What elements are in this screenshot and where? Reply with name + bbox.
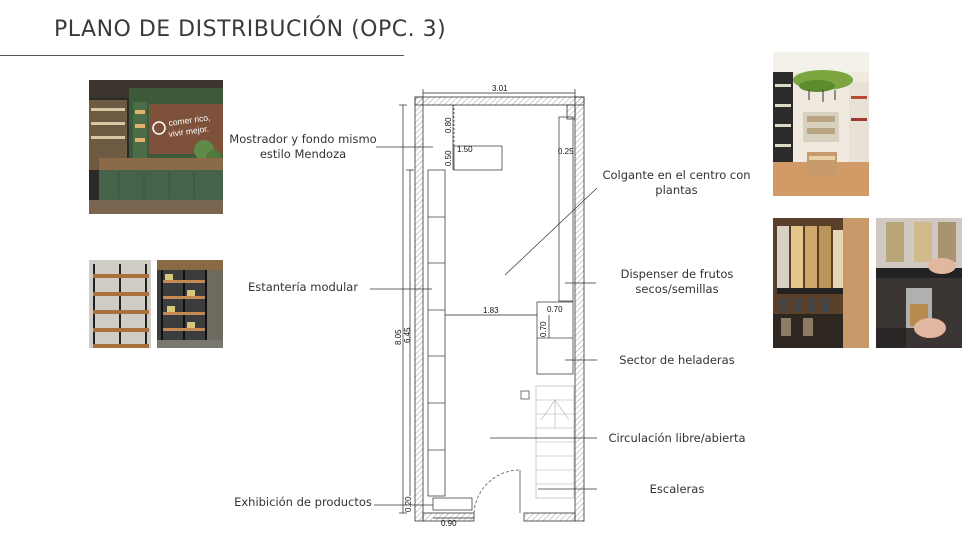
walls	[414, 96, 585, 522]
shelving-plan	[427, 169, 446, 497]
dim-080: 0.80	[444, 117, 453, 133]
dim-total-length: 8.05	[394, 329, 403, 345]
leader-lines	[370, 146, 598, 506]
store-interior-photo	[773, 52, 869, 196]
label-escaleras: Escaleras	[649, 482, 705, 496]
label-mostrador: Mostrador y fondo mismo estilo Mendoza	[229, 132, 377, 161]
counter-photo: comer rico, vivir mejor.	[89, 80, 223, 214]
title-underline	[0, 55, 404, 56]
dispenser-photo-1	[773, 218, 869, 348]
shelving-photo-2	[157, 260, 223, 348]
label-dispenser: Dispenser de frutos secos/semillas	[620, 267, 734, 296]
label-colgante: Colgante en el centro con plantas	[602, 168, 751, 197]
counter-plan	[453, 145, 503, 171]
dim-025: 0.25	[558, 147, 574, 156]
stairs-plan	[535, 385, 575, 499]
dim-050: 0.50	[444, 150, 453, 166]
dim-width-top: 3.01	[492, 84, 508, 93]
exhibition-plan	[432, 497, 473, 511]
dispenser-photo-2	[876, 218, 962, 348]
page-title: PLANO DE DISTRIBUCIÓN (OPC. 3)	[54, 17, 447, 42]
dimension-lines	[399, 89, 576, 519]
interior	[427, 105, 575, 514]
shelving-photo-1	[89, 260, 151, 348]
label-circulacion: Circulación libre/abierta	[608, 431, 746, 445]
dim-090: 0.90	[441, 519, 457, 528]
dim-020: 0.20	[404, 496, 413, 512]
dispenser-plan	[558, 116, 574, 302]
label-heladeras: Sector de heladeras	[619, 353, 735, 367]
dim-070-b: 0.70	[539, 321, 548, 337]
label-exhibicion: Exhibición de productos	[234, 495, 372, 509]
dim-070-a: 0.70	[547, 305, 563, 314]
dim-645: 6.45	[403, 327, 412, 343]
label-estanteria: Estantería modular	[247, 280, 359, 294]
dim-183: 1.83	[483, 306, 499, 315]
dim-150: 1.50	[457, 145, 473, 154]
